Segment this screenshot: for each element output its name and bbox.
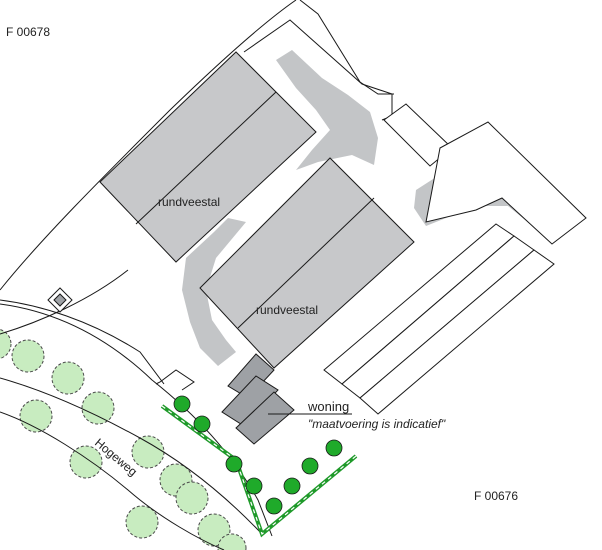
manure-pit-inner xyxy=(53,293,67,307)
new-tree-8 xyxy=(325,439,343,457)
new-tree-2 xyxy=(193,415,211,433)
new-tree-7 xyxy=(301,457,319,475)
barn-north-ridge xyxy=(135,91,277,225)
house-block-2 xyxy=(221,375,279,427)
new-trees xyxy=(173,395,343,515)
barn-label-south: rundveestal xyxy=(256,303,318,317)
barns xyxy=(99,51,415,369)
barn-north xyxy=(99,51,317,263)
hedge-dash xyxy=(161,405,357,536)
house-blocks xyxy=(221,353,295,445)
existing-tree-10 xyxy=(125,505,159,539)
existing-tree-1 xyxy=(0,329,12,359)
existing-tree-6 xyxy=(69,445,103,479)
parcel-label-north-west: F 00678 xyxy=(6,25,50,39)
new-tree-5 xyxy=(265,497,283,515)
new-tree-4 xyxy=(245,477,263,495)
barn-label-north: rundveestal xyxy=(158,195,220,209)
existing-tree-4 xyxy=(81,391,115,425)
paved-area-west xyxy=(182,218,246,366)
new-tree-3 xyxy=(225,455,243,473)
existing-tree-2 xyxy=(11,339,45,373)
small-structure xyxy=(47,287,73,313)
east-structures xyxy=(323,103,587,415)
site-boundary-west xyxy=(0,299,165,385)
silo-strip-3 xyxy=(359,249,555,415)
road-edge-south xyxy=(0,269,129,335)
house-note: "maatvoering is indicatief" xyxy=(308,417,446,431)
barn-south-ridge xyxy=(237,197,375,329)
existing-tree-9 xyxy=(175,481,209,515)
new-tree-6 xyxy=(283,477,301,495)
road-line-2 xyxy=(0,411,225,550)
shed-east-frame xyxy=(425,121,587,245)
road-edge-north xyxy=(0,0,297,291)
paved-area-north xyxy=(276,50,378,170)
existing-tree-3 xyxy=(51,361,85,395)
new-tree-1 xyxy=(173,395,191,413)
west-yard-outline xyxy=(155,369,195,391)
boundary-lines xyxy=(0,0,394,550)
parcel-label-south-east: F 00676 xyxy=(474,489,518,503)
existing-tree-11 xyxy=(197,513,231,547)
existing-tree-12 xyxy=(217,533,247,550)
hedge xyxy=(160,404,358,538)
house-block-3 xyxy=(235,391,295,445)
existing-trees xyxy=(0,329,247,550)
existing-tree-7 xyxy=(131,435,165,469)
road-line-1 xyxy=(0,377,263,535)
house-label: woning xyxy=(307,399,349,414)
existing-tree-5 xyxy=(19,399,53,433)
